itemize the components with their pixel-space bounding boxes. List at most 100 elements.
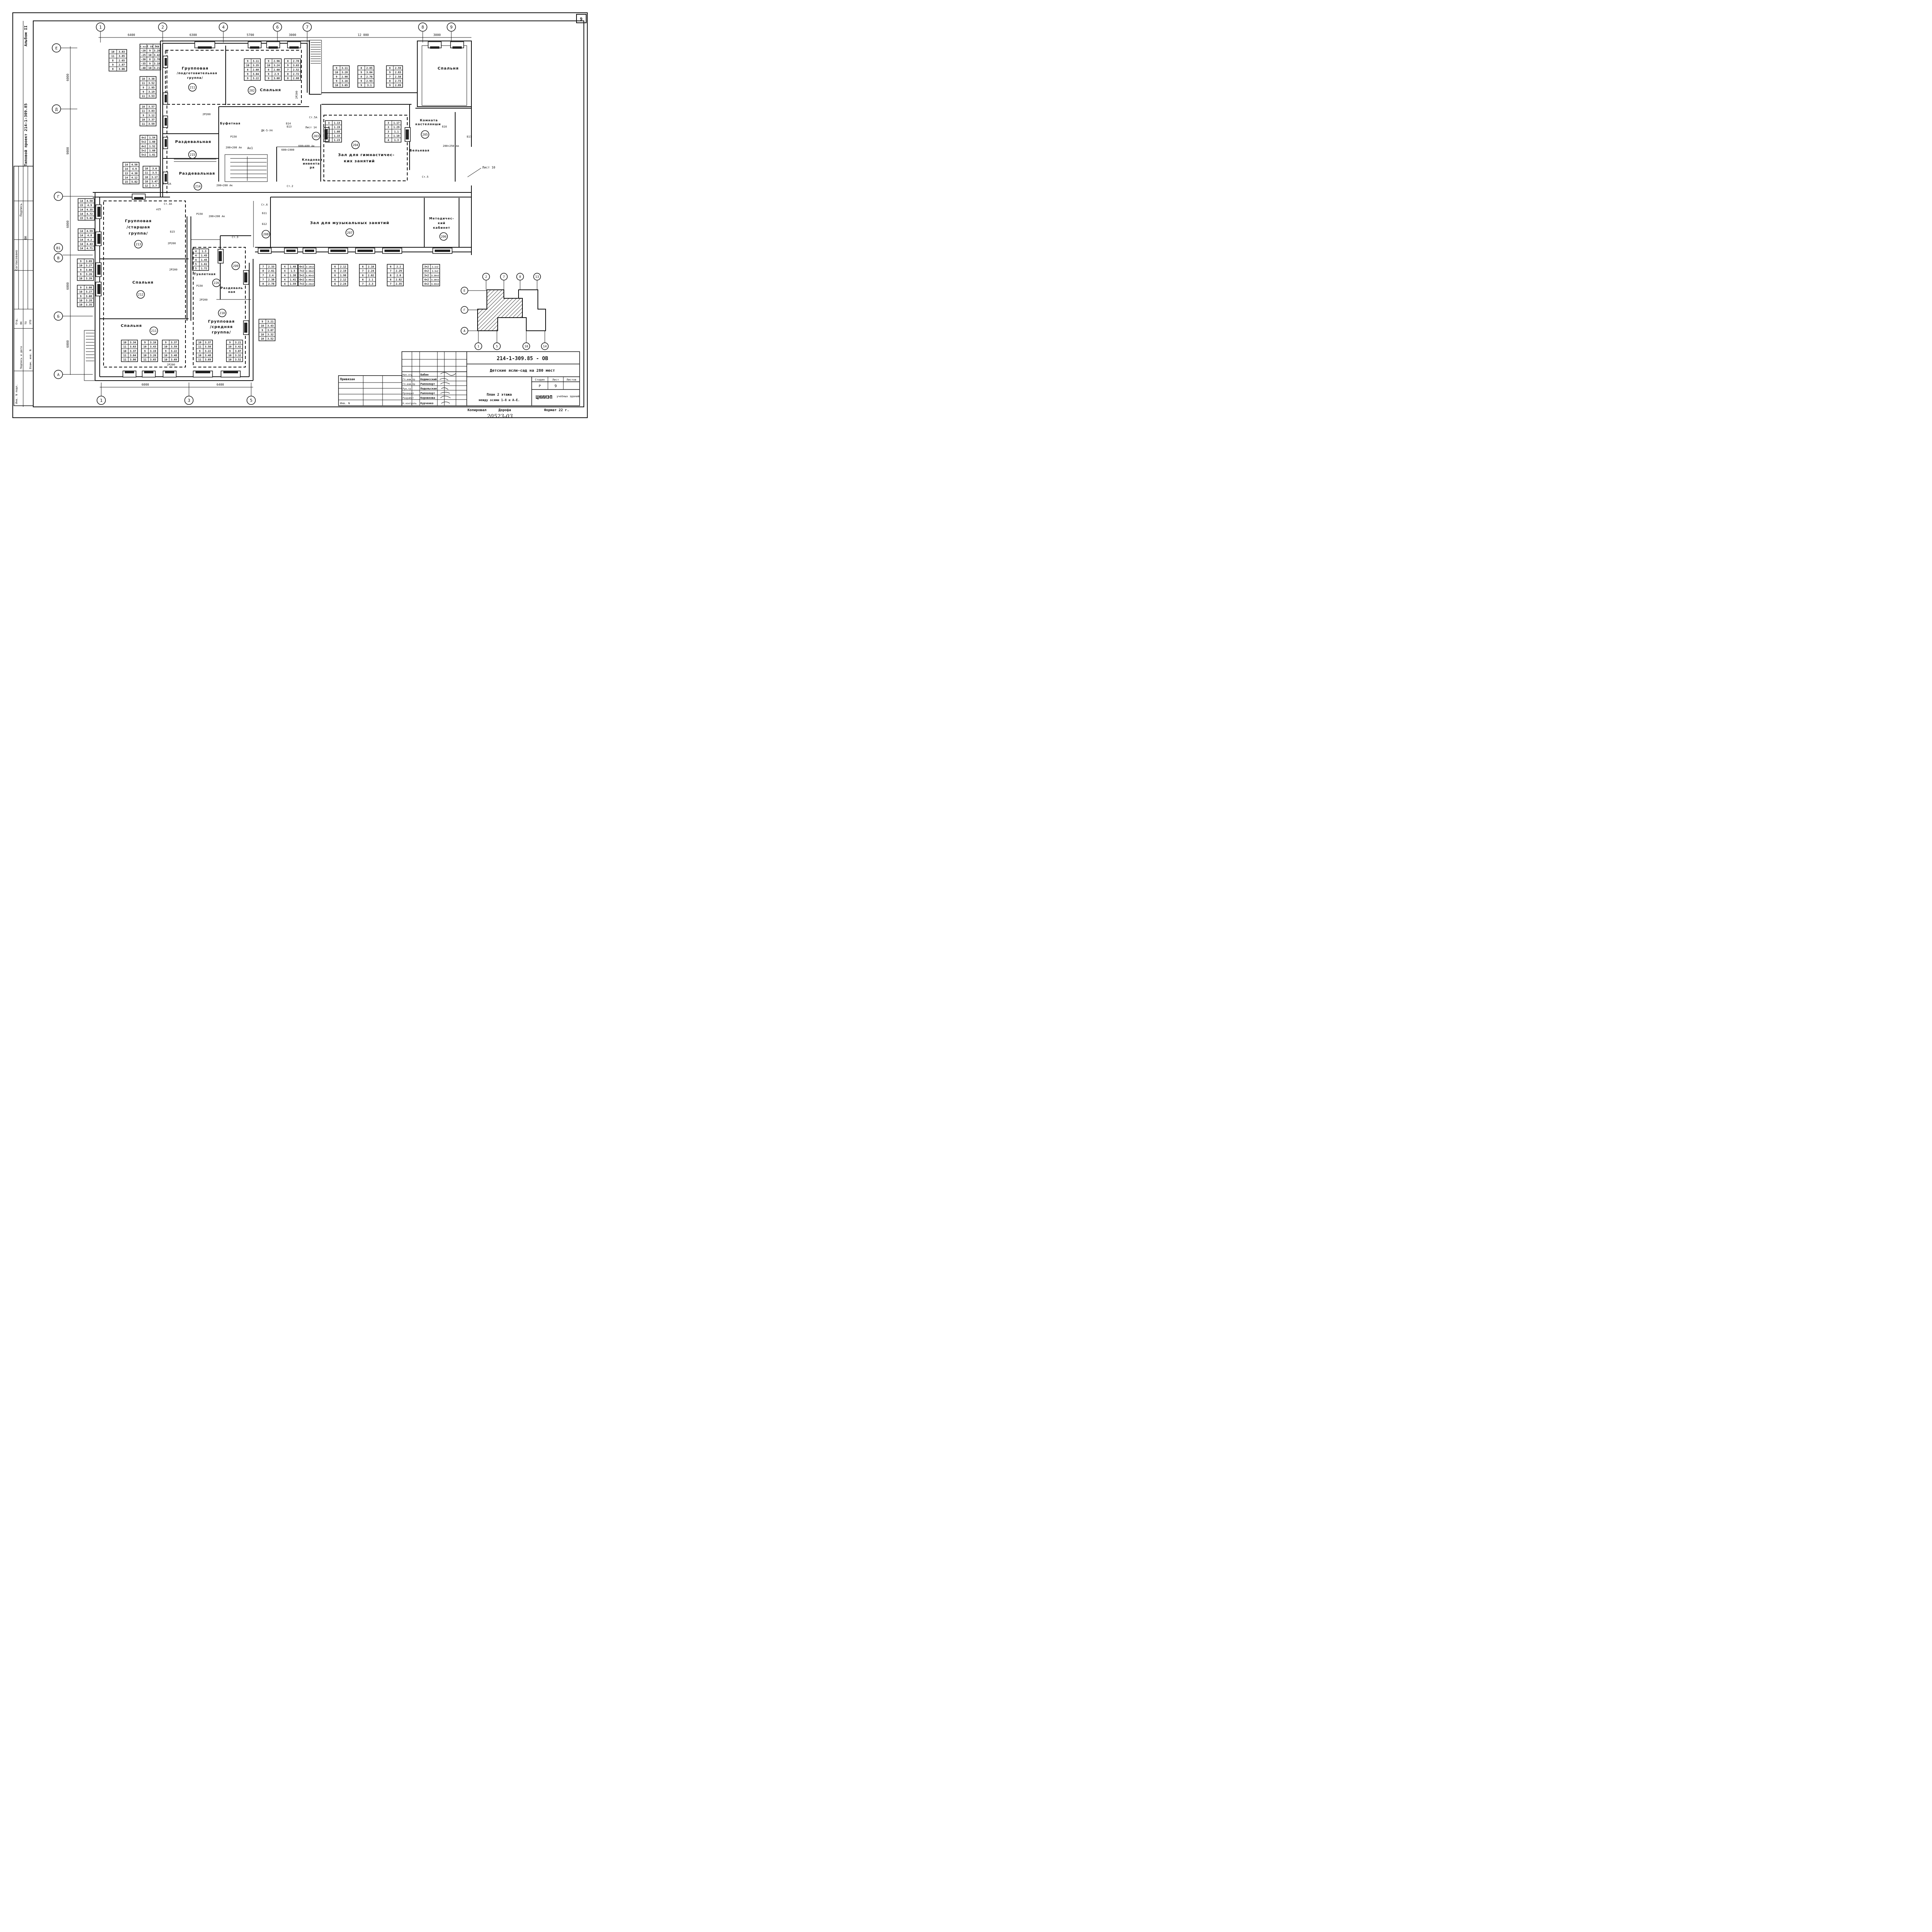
table-cell: 2.16 — [368, 265, 374, 268]
table-cell: 3.28×2 — [431, 279, 439, 281]
p150-b: Р150 — [196, 213, 203, 216]
table-cell: 8 — [247, 68, 248, 71]
table-cell: 3.43 — [150, 345, 156, 349]
table-cell: 3.3×2 — [432, 270, 439, 273]
room-215-line1: Раздевальная — [175, 140, 211, 144]
table-cell: 2.12 — [340, 278, 346, 281]
table-cell: 1.13 — [334, 121, 340, 124]
table-cell: 10 — [145, 180, 148, 183]
stamp-row-3: ТО — [24, 321, 27, 325]
table-cell: 14 — [125, 168, 128, 171]
table-cell: 3.18 — [154, 62, 160, 65]
table-cell: 2.60 — [274, 68, 280, 71]
table-cell: 10 — [228, 354, 231, 357]
table-cell: 14 — [80, 230, 83, 233]
sheet-title-1: План 2 этажа — [486, 393, 512, 397]
name-7: Курченко — [420, 402, 434, 405]
table-cell: 4.72 — [87, 213, 93, 216]
table-cell: 2.58 — [395, 75, 401, 78]
room-212-num: 212 — [138, 293, 144, 296]
table-cell: 8 — [268, 68, 269, 71]
table-cell: 6 — [334, 282, 336, 286]
table-cell: 3.21 — [267, 320, 274, 323]
table-cell: 3.22 — [253, 77, 259, 80]
doc-code: 214-1-309.85 - ОВ — [497, 356, 548, 362]
table-cell: -35 — [141, 62, 146, 65]
room-razd-line2: ная — [228, 290, 235, 294]
room-205-num: 205 — [422, 133, 428, 136]
axis-bottom-1: 1 — [100, 398, 103, 403]
room-213-line2: /старшая — [126, 225, 150, 230]
table-cell: 3 — [328, 134, 330, 138]
room-205-line1: Комната — [420, 119, 438, 122]
key-bottom-5: 5 — [496, 345, 498, 348]
table-cell: 10 — [164, 358, 167, 361]
table-cell: 3.35 — [253, 64, 259, 67]
table-cell: 6 — [334, 278, 336, 281]
table-cell: 9 — [149, 49, 151, 53]
table-cell: 2.87 — [119, 63, 125, 66]
st2a-label: Ст.2А — [163, 182, 172, 185]
table-cell: 9 — [336, 75, 337, 78]
table-cell: 11 — [123, 358, 126, 361]
left-approval-stamp: Согласовано Подпись ВК Отд. ВК ТО ЭТО Ин… — [14, 166, 34, 406]
table-border — [331, 264, 348, 286]
table-cell: 10 — [335, 71, 338, 74]
table-border — [162, 340, 179, 362]
st3-label: Ст.3 — [232, 236, 238, 239]
table-cell: 2.65 — [119, 59, 125, 62]
bottom-grid-axes: 1 3 5 6000 6400 — [97, 383, 256, 405]
table-cell: 3.19 — [148, 90, 155, 94]
table-cell: 2.1×2 — [432, 266, 439, 268]
table-cell: 3.1 — [367, 84, 372, 87]
table-cell: 3.37 — [130, 350, 136, 353]
table-cell: 3 — [328, 130, 330, 133]
table-cell: 2.9 — [274, 73, 279, 76]
table-cell: 1.23 — [334, 139, 340, 142]
key-bottom-10: 10 — [524, 345, 528, 348]
table-border — [298, 264, 315, 286]
table-cell: 3.65 — [150, 358, 156, 361]
sheet-header: Лист — [553, 378, 559, 381]
table-cell: 2.78 — [293, 60, 299, 63]
table-cell: -30 — [141, 58, 146, 61]
table-cell: 10 — [145, 176, 148, 179]
table-cell: 8 — [389, 80, 391, 83]
axis-top-2: 2 — [162, 25, 164, 30]
b15-label: Б15 — [170, 230, 175, 233]
table-cell: 4 — [284, 278, 286, 281]
org-name: ЦНИИЭП — [536, 395, 552, 400]
table-cell: 10 — [267, 64, 270, 67]
table-cell: 3.06 — [119, 68, 125, 71]
table-cell: 5×2 — [141, 149, 146, 152]
table-cell: 4.8 — [87, 234, 92, 237]
room-211b-num: 211 — [151, 329, 157, 333]
table-cell: 10 — [198, 354, 201, 357]
table-cell: 7 — [362, 282, 364, 286]
table-cell: 9 — [80, 286, 82, 289]
role-1: Нач.отд — [403, 374, 413, 376]
table-cell: 1.54 — [149, 136, 155, 139]
table-cell: 3×2 — [424, 265, 429, 268]
table-border — [359, 264, 376, 286]
vent-2: 200×200 Ак — [216, 184, 233, 187]
st5a-label: Ст.5А — [309, 116, 318, 119]
sheet-number: 9 — [580, 17, 583, 22]
table-cell: 15 — [80, 217, 83, 220]
table-cell: 11 — [142, 82, 145, 85]
table-cell: 11 — [143, 358, 146, 361]
room-202-num: 202 — [249, 89, 255, 92]
table-cell: 6×2 — [299, 278, 304, 281]
stamp-col-1: Подпись — [19, 203, 23, 216]
k200-b: 2Р200 — [168, 242, 176, 245]
table-cell: 1.3 — [394, 139, 399, 142]
table-cell: 3.37 — [171, 341, 177, 344]
table-cell: 9 — [80, 260, 82, 263]
vent-5: 600×400 Ак — [298, 145, 315, 148]
table-cell: 7 — [390, 270, 391, 273]
table-cell: 10 — [148, 66, 151, 70]
stage-value: Р — [539, 384, 541, 388]
